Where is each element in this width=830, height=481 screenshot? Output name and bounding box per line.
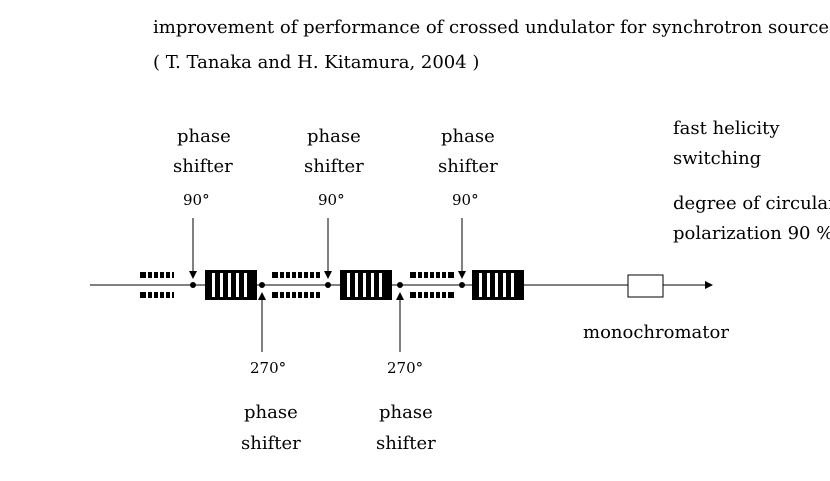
phase-shifter-dot <box>459 282 465 288</box>
svg-text:phase: phase <box>307 126 361 147</box>
polarization-note-line1: degree of circular <box>673 193 830 214</box>
svg-text:shifter: shifter <box>304 156 364 177</box>
svg-text:270°: 270° <box>250 359 286 377</box>
phase-shifter-label-top: phase shifter 90° <box>173 126 233 209</box>
monochromator-label: monochromator <box>583 322 729 343</box>
svg-text:phase: phase <box>177 126 231 147</box>
svg-text:phase: phase <box>244 402 298 423</box>
horizontal-undulator-segment <box>140 272 174 298</box>
svg-text:phase: phase <box>379 402 433 423</box>
phase-shifter-dot <box>325 282 331 288</box>
diagram-citation: ( T. Tanaka and H. Kitamura, 2004 ) <box>153 52 479 73</box>
polarization-note-line2: polarization 90 % <box>673 223 830 244</box>
svg-text:90°: 90° <box>452 191 479 209</box>
helicity-note-line1: fast helicity <box>673 118 780 139</box>
phase-shifter-label-bottom: 270° phase shifter <box>376 359 436 454</box>
phase-shifter-label-top: phase shifter 90° <box>438 126 498 209</box>
horizontal-undulator-segment <box>410 272 454 298</box>
phase-shifter-dot <box>397 282 403 288</box>
helicity-note-line2: switching <box>673 148 761 169</box>
horizontal-undulator-segment <box>272 272 320 298</box>
phase-shifter-label-top: phase shifter 90° <box>304 126 364 209</box>
svg-text:shifter: shifter <box>438 156 498 177</box>
diagram-title: improvement of performance of crossed un… <box>153 17 830 38</box>
svg-text:shifter: shifter <box>173 156 233 177</box>
svg-text:phase: phase <box>441 126 495 147</box>
svg-text:270°: 270° <box>387 359 423 377</box>
vertical-undulator-segment <box>340 270 392 300</box>
phase-shifter-label-bottom: 270° phase shifter <box>241 359 301 454</box>
monochromator-box <box>627 274 664 298</box>
phase-shifter-dot <box>259 282 265 288</box>
phase-shifter-dot <box>190 282 196 288</box>
vertical-undulator-segment <box>472 270 524 300</box>
svg-text:90°: 90° <box>318 191 345 209</box>
svg-text:shifter: shifter <box>376 433 436 454</box>
vertical-undulator-segment <box>205 270 257 300</box>
svg-text:90°: 90° <box>183 191 210 209</box>
svg-text:shifter: shifter <box>241 433 301 454</box>
